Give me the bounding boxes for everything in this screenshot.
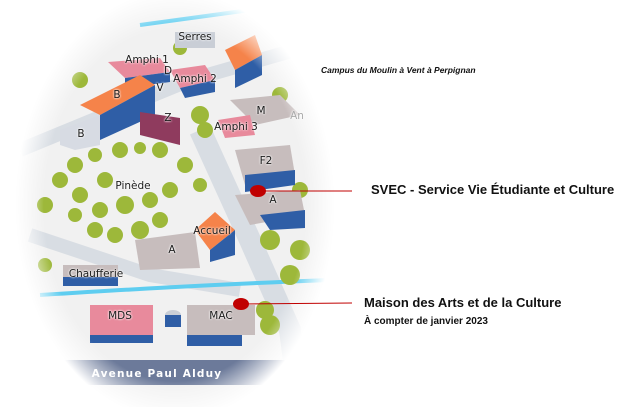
label-serres: Serres bbox=[178, 31, 212, 43]
svec-callout: SVEC - Service Vie Étudiante et Culture bbox=[371, 182, 615, 197]
label-a-right: A bbox=[269, 194, 277, 206]
label-chaufferie: Chaufferie bbox=[68, 268, 124, 280]
label-b-top: B bbox=[113, 89, 121, 101]
label-v: V bbox=[156, 82, 164, 94]
label-a-center: A bbox=[168, 244, 176, 256]
svec-marker[interactable] bbox=[250, 185, 266, 197]
label-mac: MAC bbox=[209, 310, 233, 322]
label-amphi-1: Amphi 1 bbox=[125, 54, 169, 66]
label-d: D bbox=[163, 65, 173, 77]
label-accueil: Accueil bbox=[193, 225, 231, 237]
label-an-partial: An bbox=[290, 110, 304, 122]
label-mds: MDS bbox=[108, 310, 132, 322]
label-avenue: Avenue Paul Alduy bbox=[91, 368, 223, 380]
label-b-bottom: B bbox=[77, 128, 85, 140]
label-m: M bbox=[256, 105, 266, 117]
mac-marker[interactable] bbox=[233, 298, 249, 310]
map-title: Campus du Moulin à Vent à Perpignan bbox=[321, 65, 476, 75]
label-amphi-3: Amphi 3 bbox=[214, 121, 258, 133]
mac-callout-subtitle: À compter de janvier 2023 bbox=[364, 316, 488, 327]
pine-trees bbox=[37, 41, 310, 335]
mac-callout: Maison des Arts et de la Culture bbox=[364, 295, 562, 310]
label-z: Z bbox=[164, 112, 172, 124]
label-f2: F2 bbox=[259, 155, 273, 167]
label-pinede: Pinède bbox=[115, 180, 151, 192]
mac-leader-line bbox=[240, 302, 353, 305]
label-amphi-2: Amphi 2 bbox=[173, 73, 217, 85]
buildings bbox=[60, 32, 305, 346]
